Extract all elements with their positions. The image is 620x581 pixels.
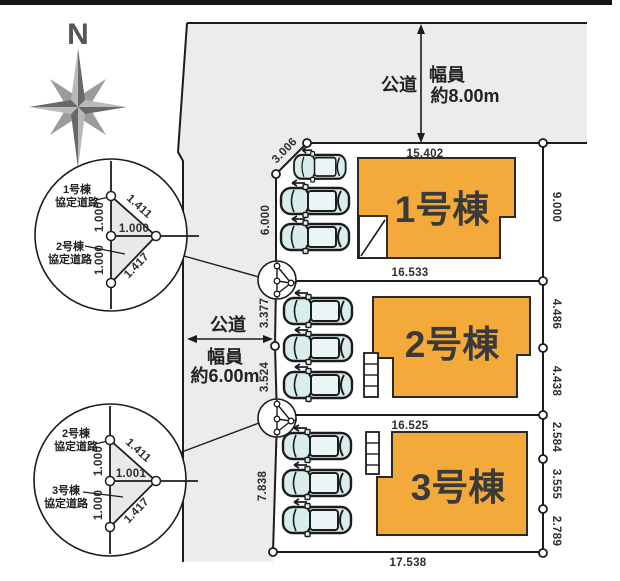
dimension-labels: 3.006 15.402 6.000 9.000 16.533 3.377 3.…	[257, 136, 562, 569]
road-top-width-value: 約8.00m	[430, 85, 499, 106]
agreement-road-label-2a: 2号棟	[56, 239, 85, 253]
dim-plot2-right-lower: 4.438	[550, 366, 562, 397]
survey-point	[270, 341, 280, 351]
building-1-footprint	[357, 157, 516, 259]
arrowhead-left-icon	[187, 335, 197, 343]
detail-circle-upper: 1号棟 協定道路 2号棟 協定道路 1.411 1.000 1.417 1.00…	[34, 158, 199, 312]
north-label: N	[67, 18, 89, 51]
building-1-porch	[358, 215, 388, 259]
dim-circle2-vert-lower: 1.000	[93, 490, 105, 520]
building-3-porch	[365, 431, 380, 475]
compass-ray-n-light	[71, 48, 78, 107]
parking-cars	[279, 146, 354, 538]
agreement-road-label-4b: 協定道路	[44, 496, 89, 510]
road-left-edge	[176, 22, 188, 562]
corner-cut-shading	[110, 440, 156, 527]
survey-point	[271, 169, 281, 179]
dim-plot3-right-lower: 2.789	[550, 516, 562, 546]
survey-point	[538, 504, 548, 514]
road-top-name: 公道	[381, 74, 417, 95]
compass-ray-s-dark	[71, 107, 78, 168]
building-3-label: 3号棟	[411, 467, 507, 508]
car-top-view	[292, 146, 347, 184]
dim-plot2-left-upper: 3.377	[259, 298, 271, 328]
car-top-view	[281, 423, 353, 464]
detail-leader-lines	[178, 255, 260, 454]
survey-point	[302, 138, 312, 148]
compass-ray-e-light	[78, 100, 127, 107]
building-2-footprint	[372, 296, 531, 398]
public-road-left: 公道 幅員 約6.00m	[187, 314, 273, 386]
arrowhead-up-icon	[417, 24, 425, 34]
corner-cut-shading	[111, 196, 156, 283]
building-2-label: 2号棟	[405, 324, 501, 365]
dim-plot1-left: 6.000	[260, 205, 272, 235]
survey-point	[538, 454, 548, 464]
road-left-width-value: 約6.00m	[190, 365, 259, 386]
leader-line-lower	[178, 422, 260, 454]
car-top-view	[282, 325, 354, 366]
public-road-area	[178, 23, 587, 562]
top-border-bar	[0, 0, 612, 5]
car-top-view	[281, 460, 353, 501]
survey-point	[268, 547, 278, 557]
plots-left-boundary	[272, 142, 308, 553]
road-boundary-lines	[176, 22, 587, 562]
agreement-road-label-4a: 3号棟	[52, 483, 81, 497]
dim-plot2-bottom: 16.525	[392, 420, 429, 432]
agreement-road-label-2b: 協定道路	[48, 252, 93, 266]
survey-points	[268, 138, 548, 558]
dim-plot1-top: 15.402	[407, 148, 444, 160]
buildings: 1号棟 2号棟 3号棟	[357, 157, 531, 536]
public-road-top: 公道 幅員 約8.00m	[381, 24, 500, 143]
corner-marker-upper	[257, 260, 298, 300]
agreement-road-label-1b: 協定道路	[55, 195, 100, 209]
building-1-label: 1号棟	[395, 189, 491, 230]
survey-point	[538, 343, 548, 353]
building-3-footprint	[376, 431, 528, 536]
road-left-name: 公道	[210, 314, 246, 335]
agreement-road-label-3b: 協定道路	[54, 439, 99, 453]
dim-circle1-vert-lower: 1.000	[94, 245, 106, 275]
car-top-view	[282, 362, 354, 403]
road-top-width-caption: 幅員	[429, 64, 465, 85]
arrowhead-right-icon	[263, 335, 273, 343]
dim-plot2-right-upper: 4.486	[550, 299, 562, 329]
dim-circle1-vert-upper: 1.000	[94, 202, 106, 232]
car-top-view	[282, 288, 354, 329]
road-left-width-caption: 幅員	[207, 346, 243, 367]
agreement-road-label-3a: 2号棟	[62, 426, 91, 440]
building-2-porch	[363, 352, 379, 398]
car-top-view	[281, 497, 353, 538]
dim-circle2-vert-upper: 1.000	[93, 446, 105, 476]
compass-ray-s-light	[78, 107, 85, 168]
compass-ray-w-dark	[29, 100, 78, 107]
dim-circle2-horizontal: 1.001	[116, 468, 147, 480]
dim-plot1-bottom: 16.533	[392, 267, 429, 279]
compass-ray-e-dark	[78, 107, 127, 114]
survey-point	[538, 410, 548, 420]
arrowhead-down-icon	[417, 133, 425, 143]
dim-plot3-left: 7.838	[257, 471, 269, 502]
compass-ray-w-light	[29, 107, 78, 114]
compass-rose: N	[29, 18, 127, 168]
dim-plot3-bottom: 17.538	[390, 557, 427, 569]
leader-line-upper	[183, 255, 260, 278]
survey-point	[538, 138, 548, 148]
car-top-view	[279, 178, 351, 219]
dim-plot3-right-middle: 3.555	[550, 469, 562, 500]
detail-circle-lower: 2号棟 協定道路 3号棟 協定道路 1.411 1.001 1.417 1.00…	[33, 403, 198, 557]
survey-point	[538, 276, 548, 286]
dim-plot1-right: 9.000	[550, 192, 562, 222]
corner-marker-lower	[257, 398, 298, 438]
dim-plot3-right-upper: 2.584	[550, 422, 562, 453]
compass-ray-n-dark	[78, 48, 85, 107]
agreement-road-label-1a: 1号棟	[63, 182, 92, 196]
car-top-view	[279, 214, 351, 255]
dim-plot2-left-lower: 3.524	[259, 362, 271, 393]
dim-circle1-horizontal: 1.000	[119, 223, 149, 235]
survey-point	[538, 548, 548, 558]
